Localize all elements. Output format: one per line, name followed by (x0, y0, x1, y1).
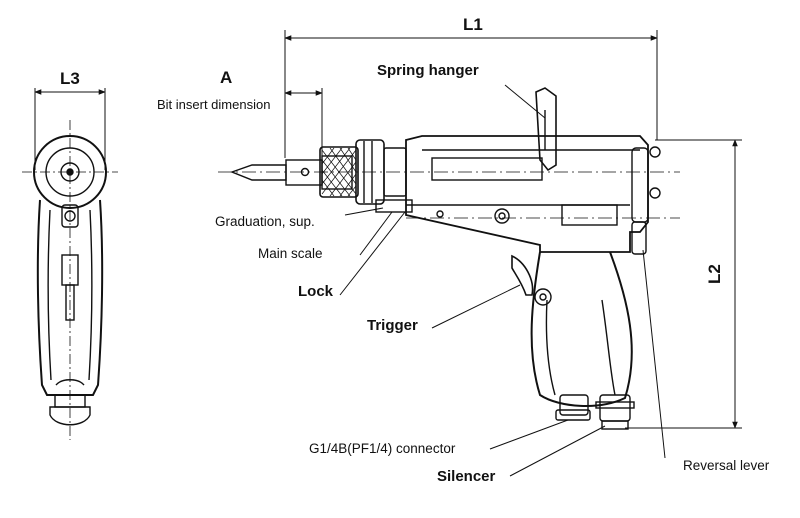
front-view (22, 88, 118, 440)
connector-label: G1/4B(PF1/4) connector (309, 441, 456, 456)
bit-insert-dimension-label: Bit insert dimension (157, 97, 271, 112)
a-label: A (220, 68, 233, 87)
silencer-label: Silencer (437, 468, 496, 485)
l2-label: L2 (705, 264, 724, 284)
side-view (218, 30, 742, 477)
l1-label: L1 (463, 15, 483, 34)
reversal-lever-label: Reversal lever (683, 458, 770, 473)
graduation-sup-label: Graduation, sup. (215, 214, 315, 229)
lock-label: Lock (298, 283, 334, 300)
trigger-label: Trigger (367, 317, 418, 334)
spring-hanger-label: Spring hanger (377, 62, 479, 79)
l3-label: L3 (60, 69, 80, 88)
main-scale-label: Main scale (258, 246, 323, 261)
